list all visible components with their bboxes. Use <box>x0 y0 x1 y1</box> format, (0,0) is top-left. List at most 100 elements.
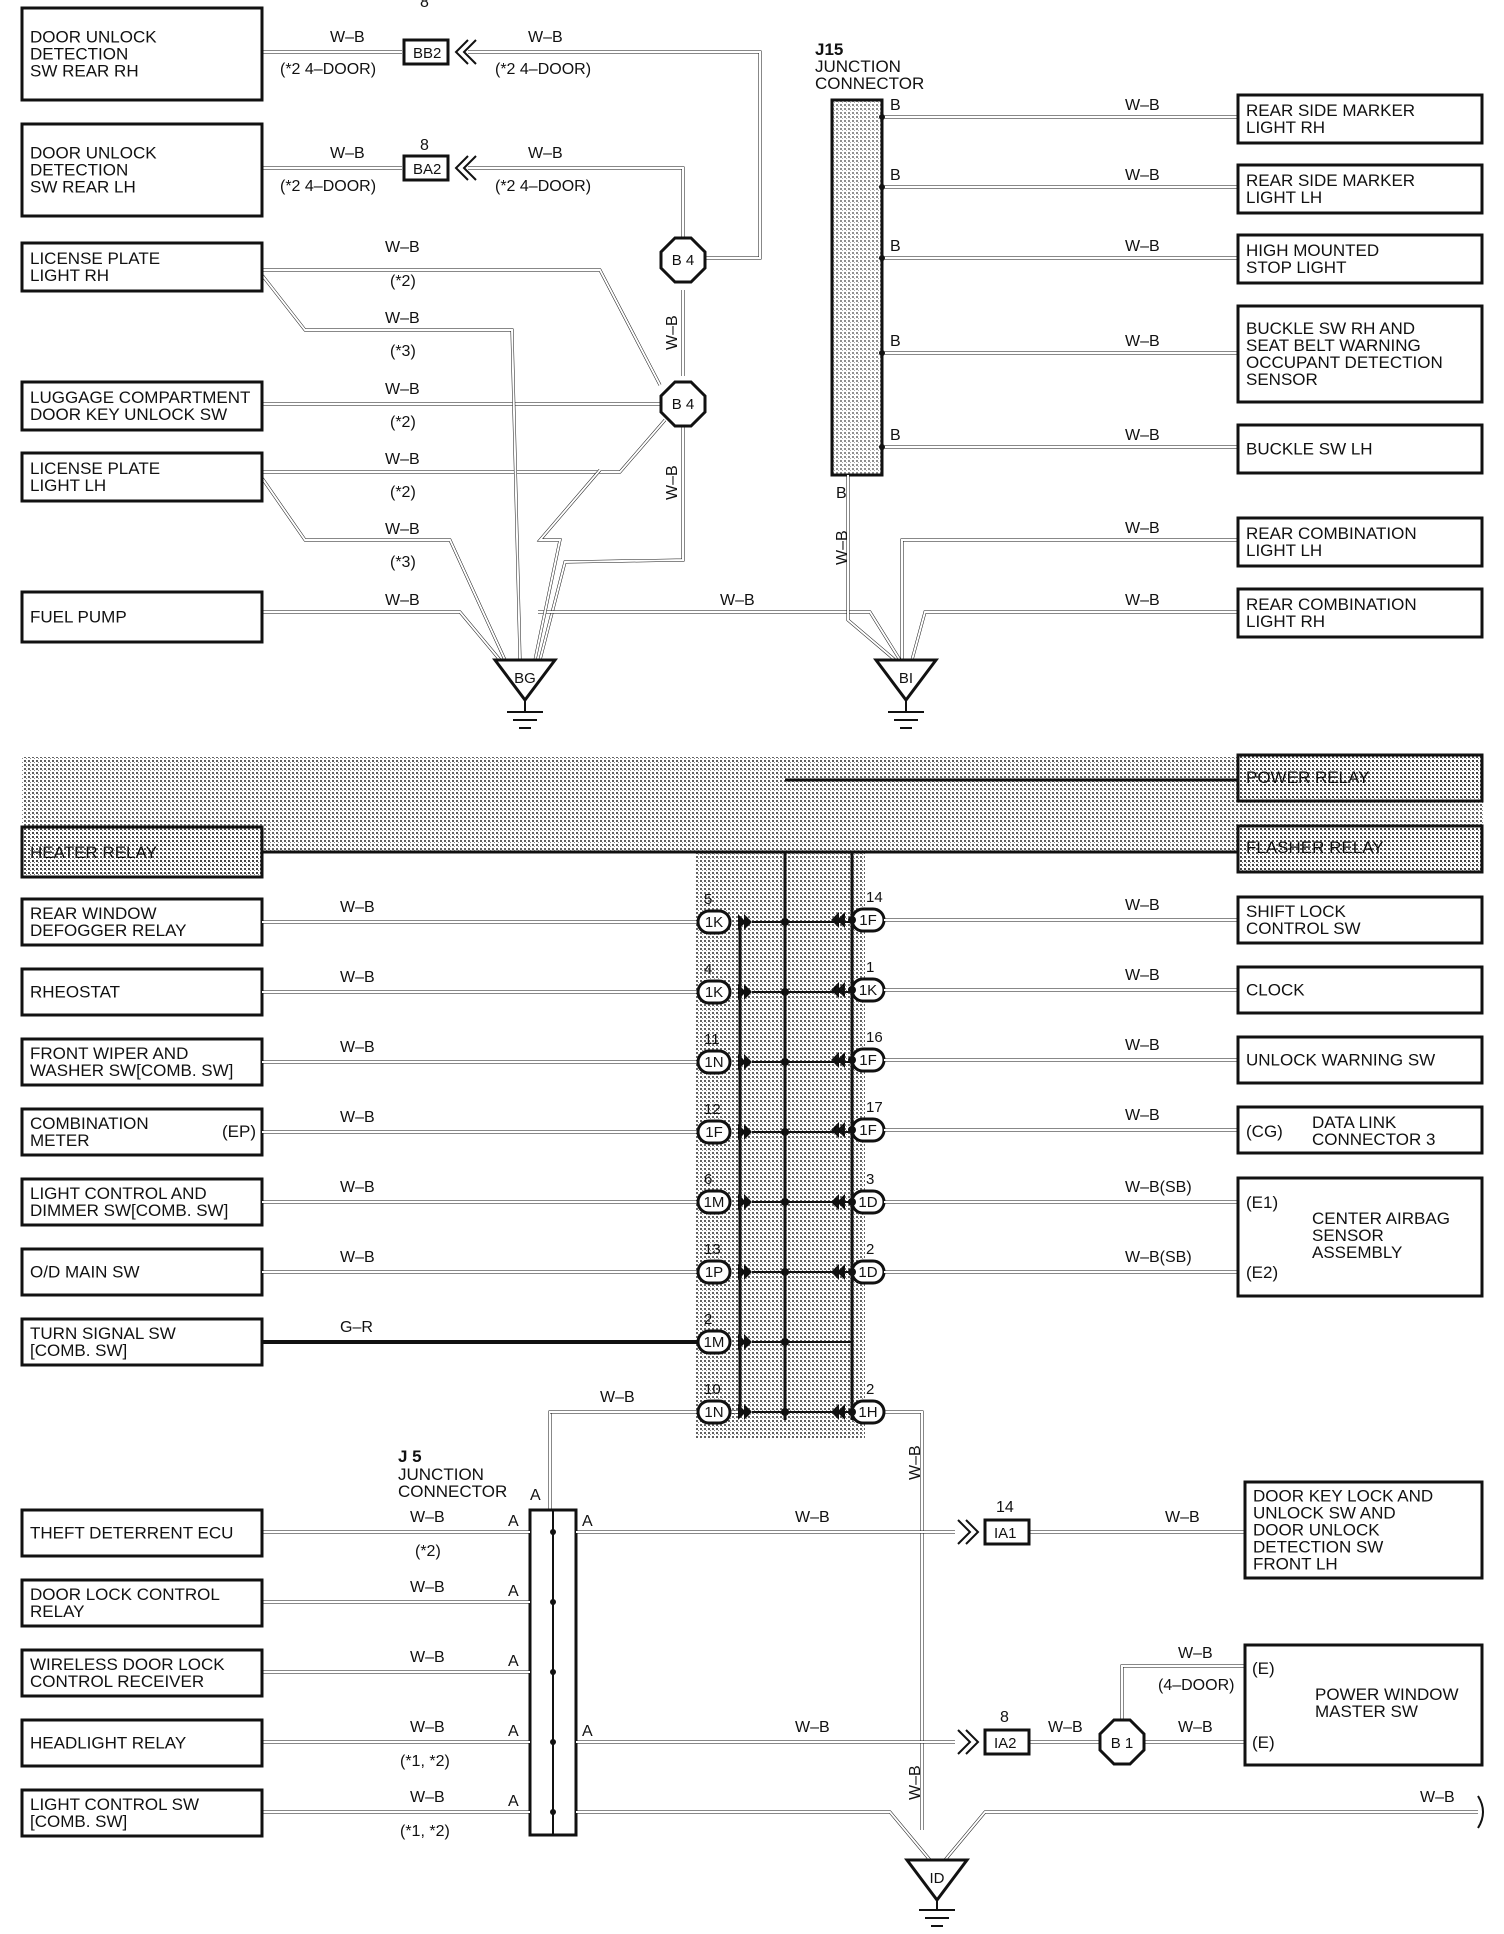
buckle-sw-rh-seat-belt-warning-label: BUCKLE SW RH AND <box>1246 319 1415 338</box>
shift-lock-control-sw-label: SHIFT LOCK <box>1246 902 1346 921</box>
connector-bb2-arrow-icon <box>454 39 477 65</box>
door-unlock-sw-rear-lh <box>20 122 264 218</box>
wire-color-label: W–B <box>340 1249 375 1266</box>
splice-b4-lower <box>659 380 707 428</box>
wire-color-label: W–B <box>1125 427 1160 444</box>
connector-2-right-label: 1F <box>859 1052 877 1069</box>
pin-number: 12 <box>704 1101 721 1118</box>
connector-1-right-label: 1K <box>859 982 877 999</box>
note-label: (4–DOOR) <box>1158 1677 1234 1694</box>
pin-number: 8 <box>1000 1709 1009 1726</box>
wire-color-label: B <box>890 238 901 255</box>
note-label: (*1, *2) <box>400 1753 450 1770</box>
luggage-compartment-door-key-unlock-sw-label: DOOR KEY UNLOCK SW <box>30 405 227 424</box>
splice-b1-label: B 1 <box>1111 1735 1134 1752</box>
high-mounted-stop-light-label: HIGH MOUNTED <box>1246 241 1379 260</box>
airbag-label: CENTER AIRBAG <box>1312 1209 1450 1228</box>
power-window-label: POWER WINDOW <box>1315 1685 1459 1704</box>
wireless-door-lock-control-receiver <box>20 1648 264 1698</box>
pin-number: 14 <box>996 1499 1014 1516</box>
note-label: (*3) <box>390 343 416 360</box>
door-key-lock-unlock-sw-label: DETECTION SW <box>1253 1538 1383 1557</box>
door-key-lock-unlock-sw-label: FRONT LH <box>1253 1555 1338 1574</box>
flasher-relay-label: FLASHER RELAY <box>1246 838 1384 857</box>
rear-combination-light-rh-label: REAR COMBINATION <box>1246 595 1417 614</box>
connector-bb2-label: BB2 <box>413 45 441 62</box>
light-control-sw-label: LIGHT CONTROL SW <box>30 1795 199 1814</box>
connector-arrow-icon <box>738 1404 752 1420</box>
pin-number: 1 <box>866 959 874 976</box>
left-component-3-label: METER <box>30 1131 90 1150</box>
connector-4-left <box>696 1189 732 1215</box>
j15-shading <box>832 100 882 475</box>
left-component-5-label: O/D MAIN SW <box>30 1263 140 1282</box>
wire-color-label: W–B <box>340 969 375 986</box>
connector-ia2 <box>983 1728 1031 1756</box>
fuel-pump-label: FUEL PUMP <box>30 608 127 627</box>
pin-label: A <box>508 1723 519 1740</box>
pin-number: 3 <box>866 1171 874 1188</box>
left-component-pin: (EP) <box>222 1122 256 1141</box>
wire-color-label: W–B <box>1125 333 1160 350</box>
data-link-connector-3 <box>1236 1105 1484 1155</box>
license-plate-light-lh <box>20 451 264 503</box>
power-window-label: MASTER SW <box>1315 1702 1418 1721</box>
headlight-relay <box>20 1718 264 1768</box>
connector-0-left <box>696 909 732 935</box>
rear-combination-light-rh <box>1236 587 1484 639</box>
connector-arrow-icon <box>831 1052 845 1068</box>
door-key-lock-unlock-sw <box>1243 1480 1484 1580</box>
connector-5-left <box>696 1259 732 1285</box>
connector-arrow-icon <box>738 1334 752 1350</box>
wire-color-label: W–B <box>385 310 420 327</box>
door-unlock-sw-rear-lh-label: DETECTION <box>30 161 128 180</box>
wire-color-label: W–B(SB) <box>1125 1249 1192 1266</box>
wire-color-label: W–B <box>340 899 375 916</box>
pin-number: 5 <box>704 891 712 908</box>
left-component-6-label: TURN SIGNAL SW <box>30 1324 176 1343</box>
left-component-6-label: [COMB. SW] <box>30 1341 127 1360</box>
splice-b1 <box>1098 1718 1146 1766</box>
door-unlock-sw-rear-lh-label: DOOR UNLOCK <box>30 144 157 163</box>
connector-ba2 <box>402 154 450 182</box>
left-component-4-label: LIGHT CONTROL AND <box>30 1184 207 1203</box>
rear-side-marker-light-rh-label: LIGHT RH <box>1246 118 1325 137</box>
power-window-pin: (E) <box>1252 1659 1275 1678</box>
connector-3-left-label: 1F <box>705 1124 723 1141</box>
connector-arrow-icon <box>738 914 752 930</box>
connector-arrow-icon <box>738 1194 752 1210</box>
connector-6-left-label: 1M <box>704 1334 725 1351</box>
connector-arrow-icon <box>738 1124 752 1140</box>
splice-b4-label: B 4 <box>672 252 695 269</box>
data-link-label: DATA LINK <box>1312 1113 1397 1132</box>
wire-color-label: W–B <box>410 1579 445 1596</box>
connector-arrow-icon <box>831 1404 845 1420</box>
connector-ba2-arrow-icon <box>454 155 477 181</box>
wire-color-label: W–B <box>720 592 755 609</box>
door-lock-control-relay-label: RELAY <box>30 1602 85 1621</box>
pin-number: 2 <box>866 1381 874 1398</box>
rear-side-marker-light-lh-label: LIGHT LH <box>1246 188 1322 207</box>
pin-number: 8 <box>420 137 429 154</box>
pin-number: 17 <box>866 1099 883 1116</box>
buckle-sw-rh-seat-belt-warning-label: SEAT BELT WARNING <box>1246 336 1421 355</box>
connector-6-right-label: 1H <box>858 1404 877 1421</box>
luggage-compartment-door-key-unlock-sw-label: LUGGAGE COMPARTMENT <box>30 388 250 407</box>
note-label: (*2 4–DOOR) <box>495 178 591 195</box>
rear-side-marker-light-lh-label: REAR SIDE MARKER <box>1246 171 1415 190</box>
pin-number: 2 <box>704 1311 712 1328</box>
door-unlock-sw-rear-rh-label: DOOR UNLOCK <box>30 28 157 47</box>
pin-label: A <box>508 1583 519 1600</box>
connector-1-left-label: 1K <box>705 984 723 1001</box>
door-lock-control-relay-label: DOOR LOCK CONTROL <box>30 1585 220 1604</box>
wire-break-icon <box>1477 1795 1484 1829</box>
note-label: (*1, *2) <box>400 1823 450 1840</box>
door-key-lock-unlock-sw-label: UNLOCK SW AND <box>1253 1504 1396 1523</box>
wire-color-label: W–B <box>1125 97 1160 114</box>
connector-1-left <box>696 979 732 1005</box>
connector-0-left-label: 1K <box>705 914 723 931</box>
pin-number: 16 <box>866 1029 883 1046</box>
wire-color-label: W–B <box>1048 1719 1083 1736</box>
wire-color-label: W–B <box>664 465 681 500</box>
